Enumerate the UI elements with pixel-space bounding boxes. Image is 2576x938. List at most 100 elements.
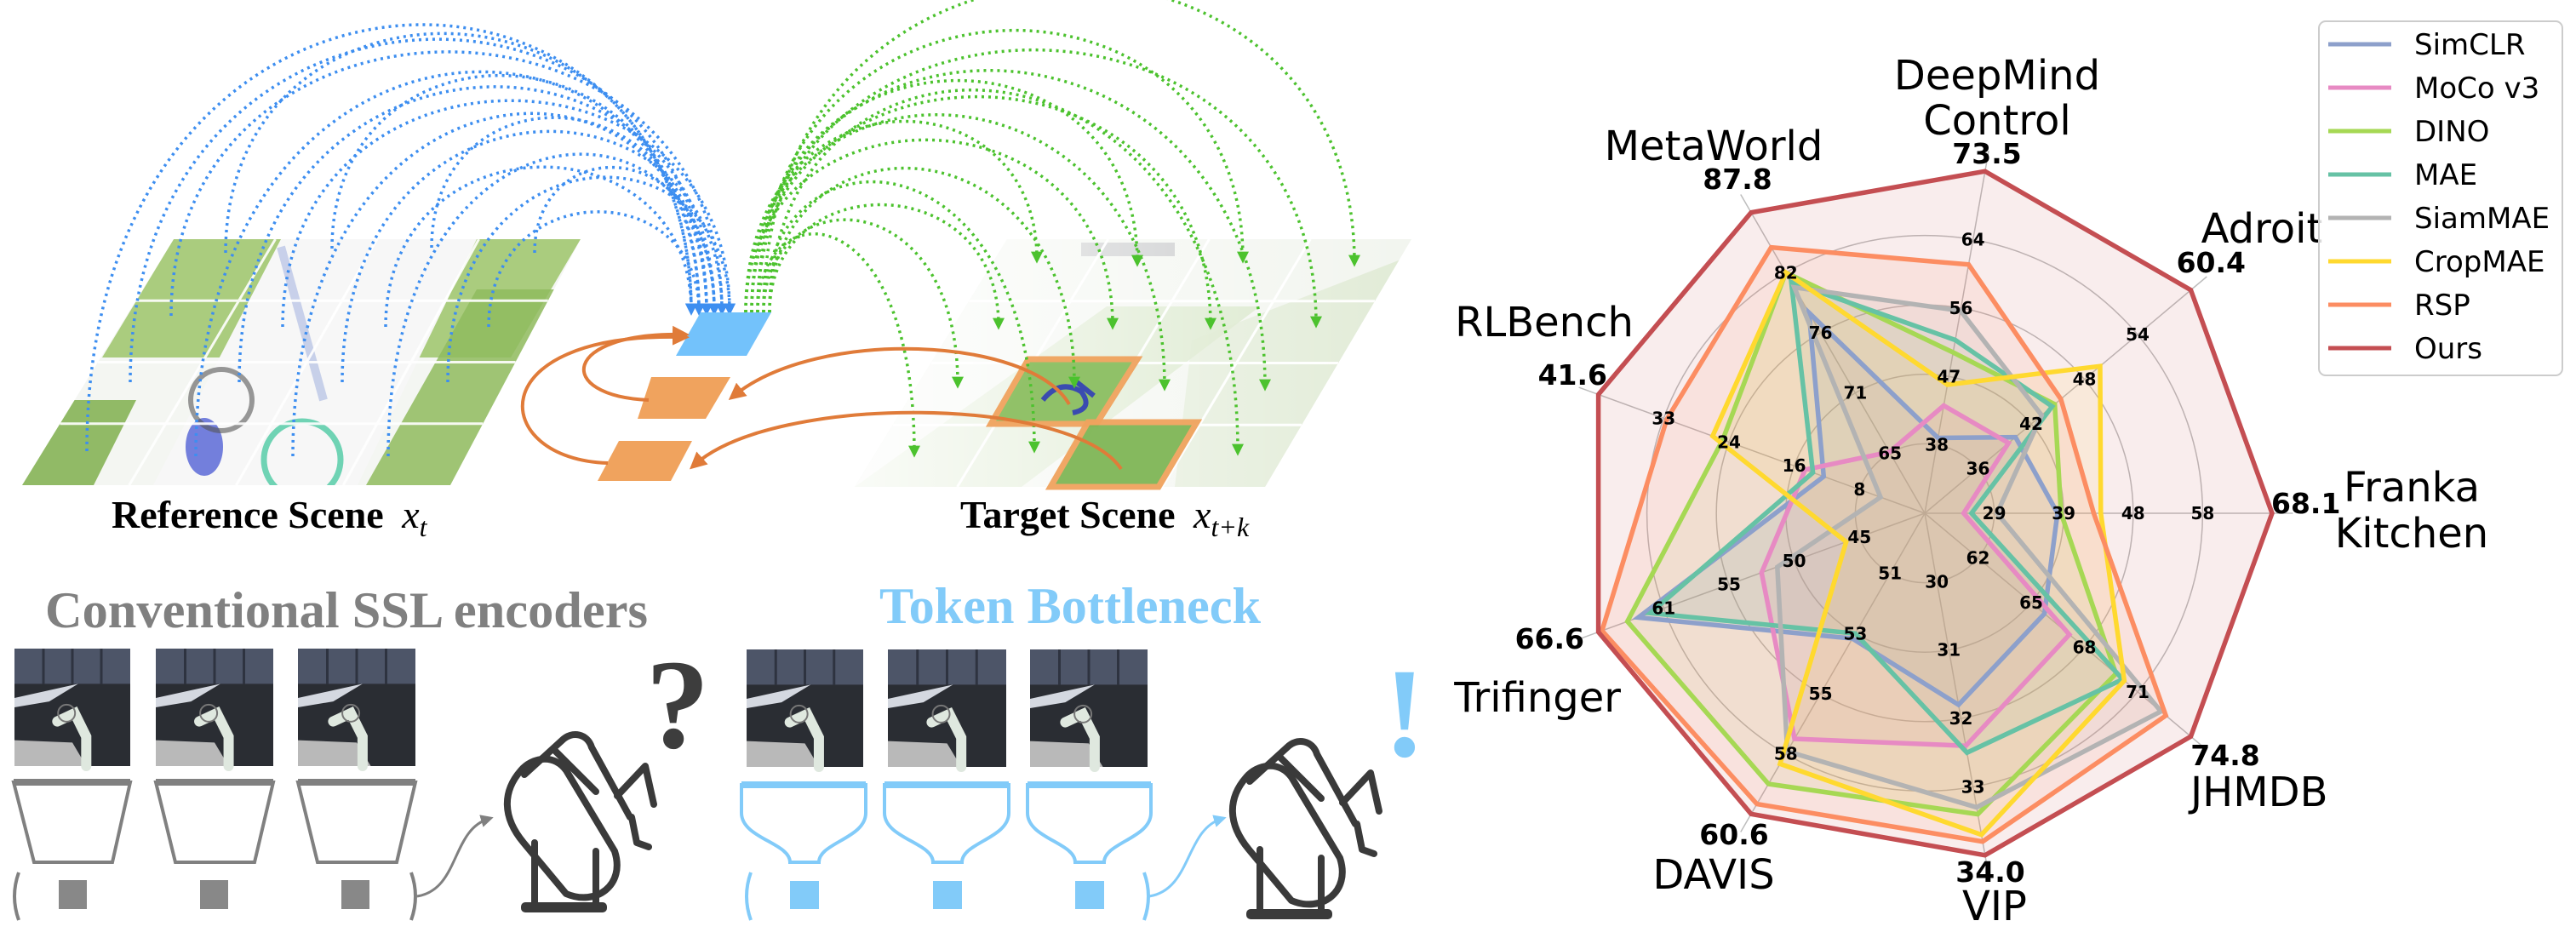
orange-loop-arrow [520,328,690,465]
axis-label-franka-kitchen-line2: Kitchen [2335,510,2488,558]
robot-arm-icon [1233,741,1379,919]
reference-scene-variable: x [401,493,420,536]
counter-edge [888,684,953,708]
robot-arm [194,706,234,771]
burner [57,703,77,723]
target-attention-arc [768,203,1005,330]
series-line-simclr [1632,306,2060,708]
series-fill-mae [1650,282,2123,753]
tick-label: 61 [1652,598,1675,619]
legend-label: Ours [2414,332,2482,366]
target-attention-arc [744,138,1119,330]
funnel-encoder [883,783,1010,864]
bottleneck-token [933,881,962,909]
tick-label: 30 [1925,571,1949,592]
floor [156,740,229,766]
target-attention-arc [756,232,920,458]
axis-label-metaworld: MetaWorld [1605,123,1823,170]
robot-frame-thumbnail [1030,649,1148,772]
tick-label: 82 [1774,262,1798,283]
exclamation-mark: ! [1383,643,1426,784]
tick-label: 8 [1853,479,1865,500]
series-fill-dino [1627,272,2116,815]
target-scene-label: Target Scene xt+k [960,493,1250,542]
counter-edge [747,684,811,708]
axis-label-franka-kitchen: Franka [2344,464,2480,512]
series-line-rsp [1599,244,2169,844]
tick-label: 58 [1774,744,1798,764]
target-attention-arc [762,218,964,389]
tick-label: 36 [1966,459,1990,479]
axis-label-deepmind-control-line2: Control [1923,97,2071,145]
burner [931,704,951,724]
token-bottleneck-title: Token Bottleneck [879,578,1262,634]
tick-label: 71 [1843,383,1867,403]
series-fill-moco-v3 [1761,405,2069,746]
tick-label: 45 [1847,527,1871,547]
robot-frame-thumbnail [888,649,1006,772]
orange-arrow [728,346,1071,406]
tick-label: 62 [1966,548,1990,569]
legend-label: MoCo v3 [2414,71,2539,106]
legend-label: SiamMAE [2414,202,2550,236]
tick-label: 58 [2190,503,2214,523]
tick-label: 31 [1937,640,1961,661]
axis-max-vip: 34.0 [1955,855,2024,889]
orange-arrows [520,325,1123,471]
floor [747,741,819,767]
radar-spoke [1924,150,1989,514]
target-attention-arc [750,69,1271,392]
reference-attention-arc [386,152,720,457]
grid-line [341,239,480,485]
conventional-token [200,880,228,909]
encoder-trapezoid [295,781,418,864]
grid-line [1161,239,1312,487]
reference-attention-arc [224,31,697,316]
tick-label: 38 [1925,435,1949,455]
axis-max-trifinger: 66.6 [1515,622,1584,655]
legend-label: DINO [2414,115,2489,149]
radar-spoke [1740,512,1926,832]
series-line-moco-v3 [1759,403,2073,748]
axis-max-deepmind-control: 73.5 [1952,137,2021,170]
floor [298,740,371,766]
robot-arm [784,706,824,772]
orange-token-1 [638,377,730,419]
target-attention-arc [768,166,1080,389]
burner [789,704,809,724]
legend-frame [2318,20,2563,376]
floor [888,741,962,767]
counter-edge [156,683,220,707]
reference-attention-arc [533,165,720,316]
conventional-token [59,880,87,909]
target-attention-arcs [744,0,1360,458]
target-scene-subscript: t+k [1211,512,1249,542]
axis-label-davis: DAVIS [1652,851,1774,899]
tick-label: 48 [2121,503,2145,523]
tick-label: 29 [1983,503,2006,523]
reference-scene-subscript: t [420,512,428,542]
tick-label: 50 [1783,551,1806,571]
encoder-trapezoid [11,781,133,864]
conventional-ssl-title: Conventional SSL encoders [45,582,648,638]
target-attention-arc [768,89,1244,456]
reference-attention-arc [85,23,697,452]
tick-label: 16 [1783,455,1806,476]
burner [341,703,361,723]
tick-label: 54 [2126,324,2150,345]
floor [14,740,87,766]
robot-frame-thumbnail [156,649,273,771]
bottleneck-to-robot-arrow [1148,815,1227,898]
orange-arrow [690,410,1123,471]
tick-label: 71 [2126,682,2150,702]
axis-labels: Franka Kitchen 68.1 Adroit 60.4 DeepMind… [1453,52,2488,930]
counter-edge [14,683,78,707]
encoder-trapezoid [153,781,276,864]
counter-edge [1030,684,1095,708]
token-bottleneck-diagram: Reference Scene xt Target Scene xt+k Con… [11,0,1426,920]
axis-max-jhmdb: 74.8 [2190,739,2259,772]
series-line-siammae [1774,284,2165,810]
axis-max-metaworld: 87.8 [1703,163,1772,196]
